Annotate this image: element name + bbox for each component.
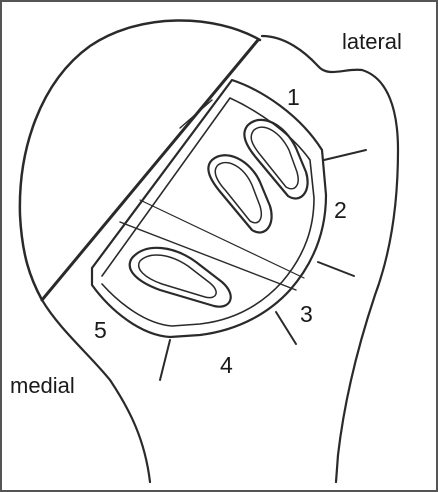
zone-label-1: 1 [287,84,300,110]
fixation-slot-middle-inner [214,161,262,224]
zone-boundary-4-5 [159,339,171,381]
implant-ridge-line-a [119,221,297,291]
label-lateral: lateral [342,29,402,54]
fixation-slot-lower-inner [138,254,217,299]
fixation-slot-middle [207,154,273,234]
fixation-slot-lower [128,246,232,308]
zone-boundary-3-4 [275,311,297,345]
zone-label-2: 2 [334,197,347,223]
fixation-slot-upper [243,118,309,200]
medial-cortex-outline [40,298,152,484]
zone-label-3: 3 [300,301,313,327]
fixation-slot-upper-inner [250,126,299,190]
label-medial: medial [10,373,75,398]
zone-boundary-2-3 [317,261,355,277]
implant-inner-contour [101,97,315,327]
implant-collar-line [179,99,213,129]
implant-baseplate-outline [90,78,328,339]
zone-boundary-1-2 [323,149,367,161]
humeral-head-outline [18,19,262,302]
zone-label-5: 5 [94,317,107,343]
resection-line [40,38,260,302]
implant-ridge-line-b [139,199,305,279]
zone-label-4: 4 [220,352,233,378]
lateral-cortex-outline [260,34,400,484]
